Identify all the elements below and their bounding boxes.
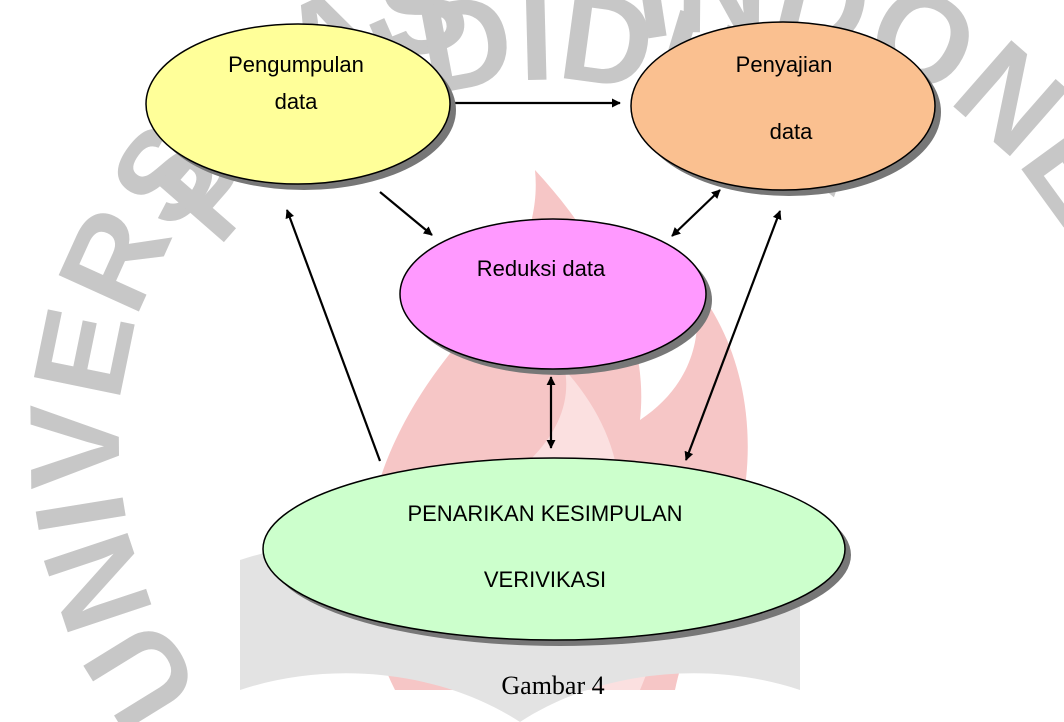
node-reduksi-shape xyxy=(399,218,707,370)
node-pengumpulan: Pengumpulan data xyxy=(145,23,456,190)
node-pengumpulan-label-2: data xyxy=(275,89,319,114)
edges xyxy=(285,98,782,462)
node-reduksi-label: Reduksi data xyxy=(477,256,606,281)
node-reduksi: Reduksi data xyxy=(399,218,712,375)
node-penarikan-shape xyxy=(262,457,846,641)
node-pengumpulan-label-1: Pengumpulan xyxy=(228,52,364,77)
node-penarikan: PENARIKAN KESIMPULAN VERIVIKASI xyxy=(262,457,851,646)
node-penarikan-label-2: VERIVIKASI xyxy=(484,567,606,592)
node-penyajian-label-1: Penyajian xyxy=(736,52,833,77)
node-penyajian-label-2: data xyxy=(770,119,814,144)
edge-penarikan-to-pengumpulan xyxy=(285,209,382,462)
node-penyajian: Penyajian data xyxy=(630,21,941,196)
node-pengumpulan-shape xyxy=(145,23,451,185)
node-penarikan-label-1: PENARIKAN KESIMPULAN xyxy=(407,501,682,526)
figure-caption: Gambar 4 xyxy=(501,671,604,700)
node-penyajian-shape xyxy=(630,21,936,191)
edge-reduksi-penyajian xyxy=(671,189,721,237)
edge-pengumpulan-to-reduksi xyxy=(379,191,433,236)
edge-penyajian-penarikan xyxy=(684,210,782,461)
